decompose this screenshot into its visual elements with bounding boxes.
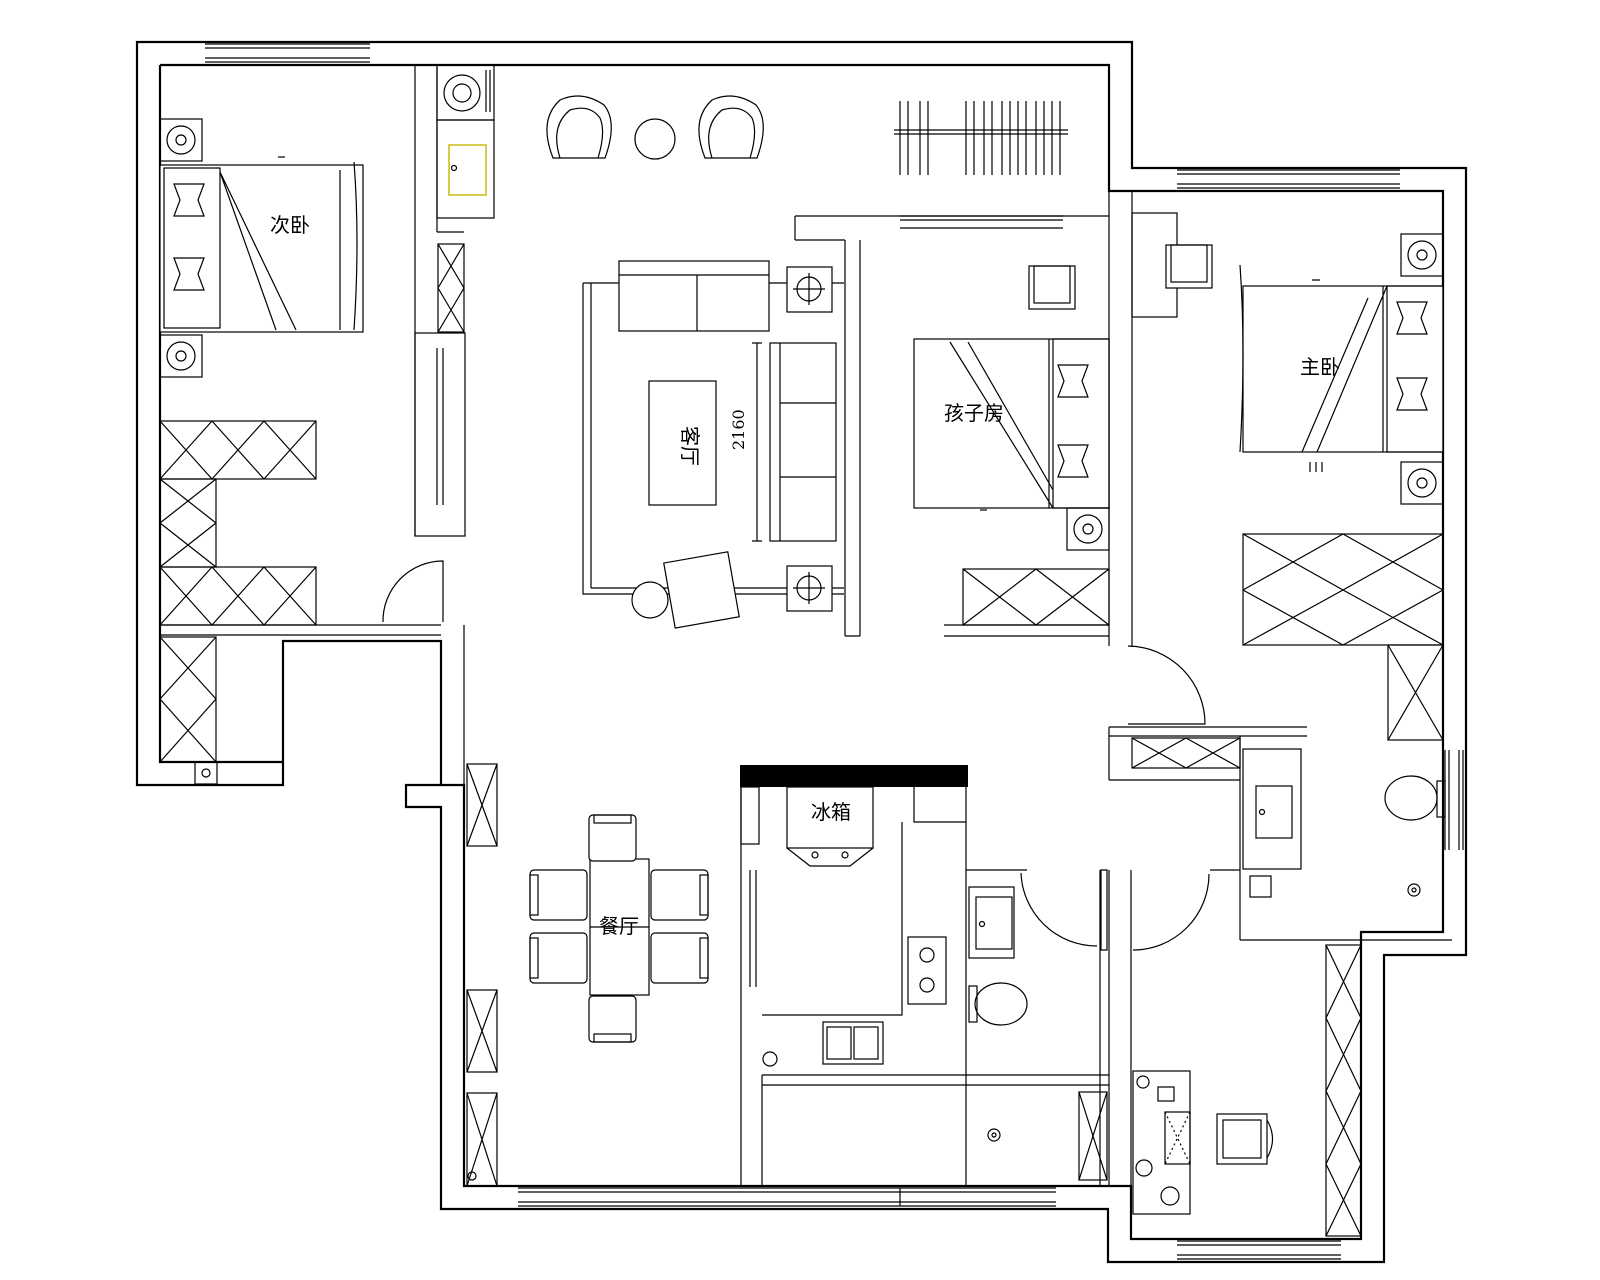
room-label-child-room: 孩子房 bbox=[944, 401, 1004, 425]
room-label-second-bedroom: 次卧 bbox=[270, 213, 310, 237]
wardrobes bbox=[159, 243, 1444, 1237]
dimension-sofa-length: 2160 bbox=[729, 409, 748, 450]
child-room-furniture bbox=[913, 265, 1110, 551]
bath-fixtures bbox=[968, 886, 1028, 1142]
second-bedroom-furniture bbox=[159, 118, 364, 378]
living-room-furniture bbox=[582, 260, 844, 629]
kitchen-fixtures bbox=[740, 786, 966, 1067]
washer-area bbox=[436, 64, 495, 219]
study-furniture bbox=[1132, 1070, 1274, 1215]
interior-walls bbox=[160, 65, 1452, 1239]
doors bbox=[382, 560, 1210, 987]
master-bedroom-furniture bbox=[1131, 212, 1444, 505]
windows bbox=[205, 43, 1464, 1260]
fridge-label: 冰箱 bbox=[811, 800, 851, 824]
room-label-dining-room: 餐厅 bbox=[599, 914, 639, 938]
room-label-master-bedroom: 主卧 bbox=[1300, 355, 1340, 379]
master-bath-fixtures bbox=[1242, 748, 1446, 898]
dining-furniture bbox=[529, 814, 709, 1043]
balcony-furniture bbox=[546, 95, 1068, 175]
room-label-living-room: 客厅 bbox=[678, 426, 702, 466]
